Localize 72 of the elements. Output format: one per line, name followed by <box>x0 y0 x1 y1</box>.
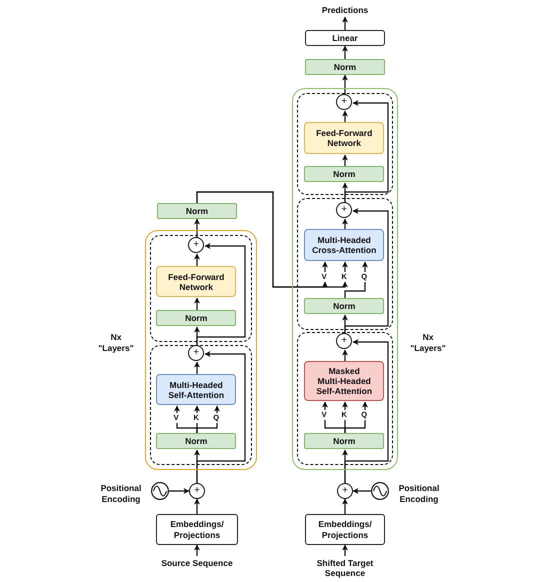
arrow <box>352 488 371 494</box>
sine-wave-symbol <box>151 482 169 500</box>
process-box: Linear <box>305 30 385 46</box>
arrow <box>214 406 220 413</box>
arrow <box>322 402 328 410</box>
side-label: Positional Encoding <box>100 483 142 504</box>
arrow <box>344 208 389 334</box>
norm-box: Norm <box>157 203 237 219</box>
arrow <box>169 488 190 494</box>
text-label: Source Sequence <box>140 556 254 570</box>
layer-stack-frame <box>145 230 257 470</box>
layer-stack-frame <box>292 88 398 470</box>
masked-attention-box: Masked Multi-Headed Self-Attention <box>304 361 384 402</box>
arrow <box>194 254 200 267</box>
norm-box: Norm <box>156 433 236 450</box>
sum-circle: + <box>188 237 204 254</box>
arrow <box>342 498 348 514</box>
norm-box: Norm <box>305 59 385 75</box>
arrow <box>342 46 348 59</box>
feed-forward-box: Feed-Forward Network <box>304 122 384 154</box>
sublayer-frame <box>296 332 392 464</box>
norm-box: Norm <box>156 310 236 326</box>
arrow <box>342 154 348 167</box>
arrow <box>194 544 200 556</box>
sum-circle: + <box>336 333 352 350</box>
sum-circle: + <box>336 202 352 218</box>
side-label: Nx "Layers" <box>97 332 135 354</box>
sum-circle: + <box>336 94 352 110</box>
sine-wave-symbol <box>371 482 389 500</box>
arrow <box>342 402 348 410</box>
arrow <box>362 402 368 410</box>
arrow <box>342 16 348 30</box>
arrow <box>174 406 180 413</box>
norm-box: Norm <box>304 166 384 182</box>
arrow <box>194 406 200 413</box>
sum-circle: + <box>337 483 353 499</box>
sum-circle: + <box>189 483 205 499</box>
norm-box: Norm <box>304 298 384 314</box>
sublayer-frame <box>296 198 392 330</box>
arrow <box>196 351 246 483</box>
arrow <box>342 74 348 95</box>
side-label: Positional Encoding <box>398 483 440 504</box>
arrow <box>322 262 328 272</box>
side-label: Nx "Layers" <box>409 332 447 354</box>
text-label: Predictions <box>305 3 385 17</box>
arrow <box>194 498 200 514</box>
arrow <box>342 110 348 123</box>
arrow <box>342 262 348 272</box>
text-label: Shifted Target Sequence <box>295 556 395 580</box>
sublayer-frame <box>150 344 252 464</box>
arrow <box>194 362 200 375</box>
feed-forward-box: Feed-Forward Network <box>156 266 236 298</box>
attention-box: Multi-Headed Self-Attention <box>156 374 236 406</box>
process-box: Embeddings/ Projections <box>156 514 238 545</box>
connector-line <box>344 282 366 299</box>
sum-circle: + <box>188 345 204 362</box>
connector-line <box>196 423 218 434</box>
arrow <box>194 218 200 238</box>
arrow <box>194 298 200 311</box>
sublayer-frame <box>296 92 392 194</box>
arrow <box>344 100 389 203</box>
norm-box: Norm <box>304 433 384 450</box>
arrow <box>196 243 246 346</box>
arrow <box>342 218 348 230</box>
connector-line <box>344 420 366 434</box>
arrow <box>344 339 389 483</box>
arrow <box>342 544 348 556</box>
arrow <box>342 350 348 362</box>
attention-box: Multi-Headed Cross-Attention <box>304 229 384 262</box>
arrow <box>362 262 368 272</box>
process-box: Embeddings/ Projections <box>305 514 385 545</box>
sublayer-frame <box>150 234 252 342</box>
